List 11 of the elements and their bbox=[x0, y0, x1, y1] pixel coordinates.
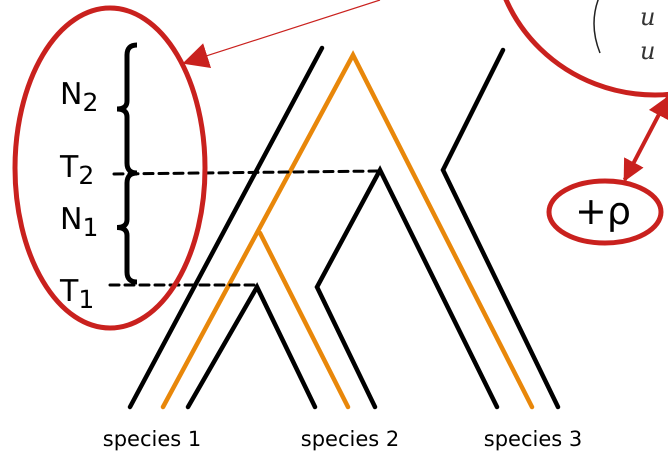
parameter-label: T$_{1}$ bbox=[60, 277, 94, 312]
parameter-label: N$_{1}$ bbox=[60, 205, 98, 240]
arrow bbox=[622, 96, 668, 182]
parameter-label: T$_{2}$ bbox=[60, 153, 94, 188]
matrix-entry: u u bbox=[640, 2, 656, 67]
species-label: species 3 bbox=[484, 429, 582, 450]
arrow bbox=[182, 0, 380, 68]
species-label: species 1 bbox=[102, 429, 202, 450]
rho-label: +ρ bbox=[575, 192, 631, 230]
parameter-label: N$_{2}$ bbox=[60, 80, 98, 115]
species-label: species 2 bbox=[300, 429, 400, 450]
